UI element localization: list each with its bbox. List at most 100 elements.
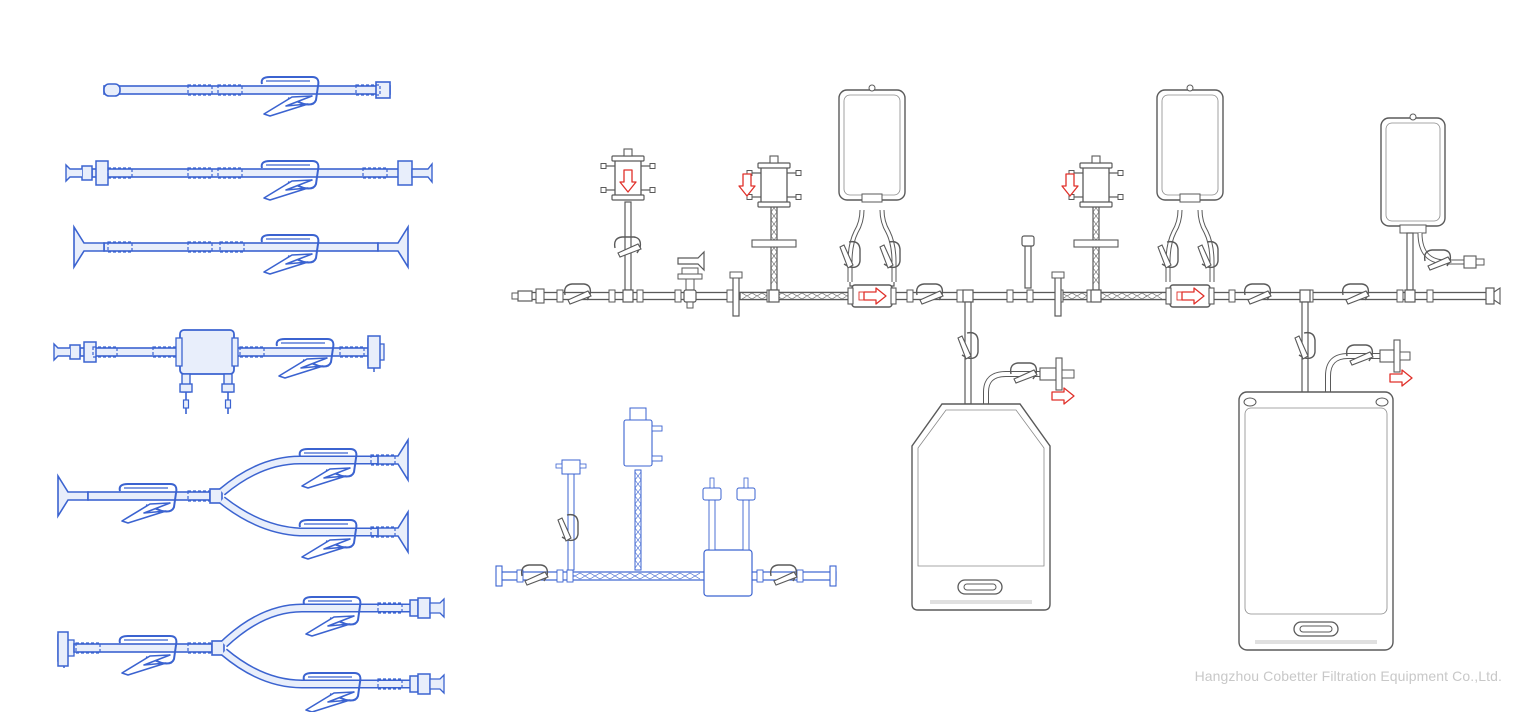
tube-segment bbox=[103, 242, 379, 252]
filter-capsule-icon bbox=[703, 549, 753, 597]
sampling-valve bbox=[677, 250, 705, 272]
assembly-3 bbox=[73, 224, 409, 275]
bag-hanger-hole bbox=[1375, 397, 1389, 407]
luer-body bbox=[69, 344, 81, 360]
end-connector bbox=[1485, 287, 1495, 305]
tube-fitting bbox=[636, 289, 644, 303]
tube-connector bbox=[187, 167, 213, 179]
pinch-clamp-icon bbox=[302, 596, 362, 637]
pinch-clamp-icon bbox=[260, 160, 320, 201]
tube-fitting bbox=[1228, 289, 1236, 303]
connector-body bbox=[397, 160, 413, 186]
bag-line-right-inner bbox=[880, 209, 896, 282]
assembly-2 bbox=[65, 160, 433, 201]
tube-fitting bbox=[1426, 289, 1434, 303]
tube-fitting bbox=[608, 289, 616, 303]
luer-tip bbox=[65, 163, 82, 183]
vent-tip bbox=[709, 477, 715, 489]
dip-tube bbox=[1024, 245, 1032, 289]
tube-holder-cap bbox=[729, 271, 743, 279]
connector-body bbox=[417, 673, 431, 695]
tube-connector bbox=[92, 346, 118, 358]
tee-connector bbox=[683, 289, 697, 303]
tube-connector bbox=[355, 84, 381, 96]
vent-filter bbox=[736, 487, 756, 501]
vent-port bbox=[651, 425, 663, 432]
funnel-end bbox=[73, 224, 105, 270]
braided-hose bbox=[569, 572, 701, 580]
connector-body bbox=[409, 599, 419, 617]
bag-hanger-hole bbox=[1243, 397, 1257, 407]
connector-body bbox=[1379, 349, 1395, 363]
bag-line-right-inner bbox=[1198, 209, 1214, 282]
tube-segment bbox=[1059, 291, 1169, 301]
funnel-end bbox=[377, 224, 409, 270]
bag-hanger bbox=[1409, 113, 1417, 121]
vent-cap bbox=[221, 383, 235, 393]
vent-tip bbox=[182, 399, 190, 409]
valve-stem bbox=[685, 278, 695, 291]
connector-tip bbox=[411, 162, 433, 184]
bioprocess-bag-icon bbox=[1156, 84, 1224, 203]
connector-body bbox=[409, 675, 419, 693]
tube-segment bbox=[1406, 232, 1414, 291]
end-connector bbox=[495, 565, 503, 587]
vent-port bbox=[651, 455, 663, 462]
vent-cap bbox=[179, 383, 193, 393]
funnel-end bbox=[377, 437, 409, 483]
sanitary-flange bbox=[1393, 339, 1401, 373]
assembly-1 bbox=[103, 76, 391, 117]
dip-tube-cap bbox=[1021, 235, 1035, 247]
end-connector bbox=[57, 631, 69, 667]
luer-body bbox=[81, 165, 93, 181]
sanitary-flange bbox=[1055, 357, 1063, 391]
filter-capsule-icon bbox=[746, 155, 802, 208]
bioprocess-bag-icon bbox=[911, 403, 1051, 611]
branch-lower bbox=[220, 497, 378, 535]
vent-filter bbox=[702, 487, 722, 501]
tube-segment bbox=[634, 469, 642, 571]
tube-fitting bbox=[1396, 289, 1404, 303]
tube-fitting bbox=[1006, 289, 1014, 303]
bag-outlet-line-inner bbox=[1418, 232, 1470, 264]
tube-segment bbox=[103, 85, 391, 95]
pinch-clamp-icon bbox=[118, 635, 178, 676]
tube-fitting bbox=[516, 569, 524, 583]
tee-connector bbox=[768, 289, 780, 303]
tube-holder-bar bbox=[751, 239, 797, 248]
branch-lower bbox=[222, 649, 412, 687]
assembly-4 bbox=[53, 329, 385, 414]
connector-tip bbox=[1399, 351, 1411, 361]
end-connector bbox=[367, 335, 381, 369]
tube-connector bbox=[187, 241, 213, 253]
tee-connector bbox=[1404, 289, 1416, 303]
tube-plug bbox=[103, 83, 121, 97]
pinch-clamp-icon bbox=[298, 448, 358, 489]
connector-body bbox=[1039, 367, 1057, 381]
bioprocess-bag-icon bbox=[838, 84, 906, 203]
bag-outlet-line-inner bbox=[984, 372, 1040, 404]
bag-ports bbox=[1399, 224, 1427, 234]
tube-fitting bbox=[796, 569, 804, 583]
connector-body bbox=[95, 160, 109, 186]
assembly-5 bbox=[57, 437, 409, 560]
tubing-assembly-drawings bbox=[53, 76, 445, 713]
tube-connector bbox=[217, 167, 243, 179]
tee-connector bbox=[622, 289, 634, 303]
bag-handle-slot bbox=[1299, 625, 1333, 633]
valve-body bbox=[677, 273, 703, 280]
bag-base bbox=[1255, 640, 1377, 644]
tube-segment bbox=[742, 499, 750, 551]
bag-seal bbox=[1244, 407, 1388, 615]
vent-tip bbox=[224, 399, 232, 409]
tube-holder-cap bbox=[1051, 271, 1065, 279]
tube-segment bbox=[708, 499, 716, 551]
flow-direction-arrow-icon bbox=[1051, 387, 1075, 405]
bioprocess-bag-icon bbox=[1380, 117, 1446, 227]
filter-capsule-icon bbox=[1068, 155, 1124, 208]
funnel-end bbox=[57, 473, 89, 519]
tube-fitting bbox=[535, 288, 545, 304]
vent-port bbox=[555, 463, 563, 469]
